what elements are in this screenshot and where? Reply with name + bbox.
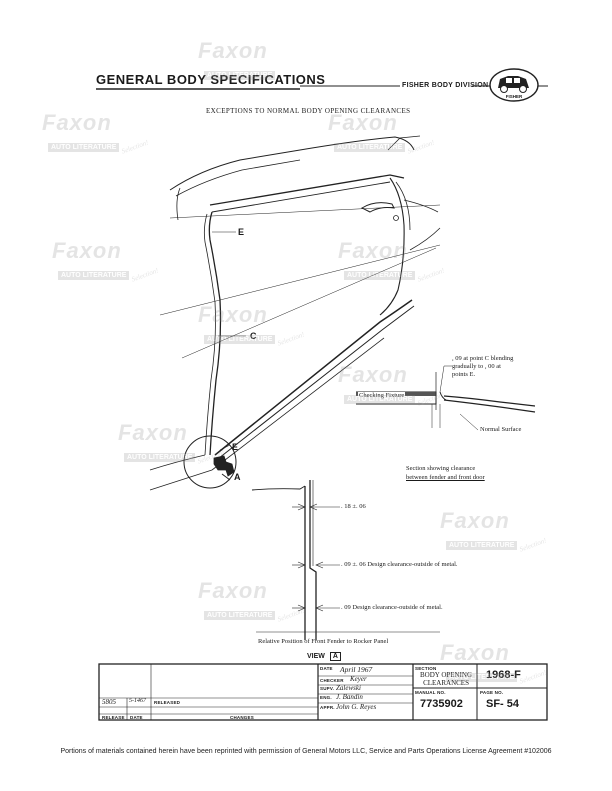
callout-e-upper: E xyxy=(238,227,245,237)
dimension-1: . 18 ±. 06 xyxy=(341,503,366,510)
released-text: RELEASED xyxy=(154,700,181,705)
relative-position-caption: Relative Position of Front Fender to Roc… xyxy=(258,638,389,645)
normal-surface-label: Normal Surface xyxy=(480,426,522,433)
page-label: PAGE NO. xyxy=(480,690,504,695)
section-title: Section showing clearance between fender… xyxy=(406,465,485,481)
division-name: FISHER BODY DIVISION xyxy=(402,82,489,89)
col-date: DATE xyxy=(130,715,143,720)
supv-label: SUPV. xyxy=(320,686,335,691)
appr-label: APPR. xyxy=(320,705,335,710)
manual-label: MANUAL NO. xyxy=(415,690,446,695)
dimension-3: . 09 Design clearance-outside of metal. xyxy=(341,604,443,611)
drawing-subtitle: EXCEPTIONS TO NORMAL BODY OPENING CLEARA… xyxy=(206,107,411,115)
appr-signature: John G. Reyes xyxy=(336,703,377,711)
callout-a: A xyxy=(234,472,241,482)
fixture-note: , 09 at point C blending gradually to , … xyxy=(452,355,514,378)
eng-label: ENG. xyxy=(320,695,332,700)
fisher-body-logo: FISHER xyxy=(488,66,540,104)
checker-label: CHECKER xyxy=(320,678,344,683)
license-footer: Portions of materials contained herein h… xyxy=(60,748,552,755)
view-label: VIEW A xyxy=(307,652,341,661)
col-release: RELEASE xyxy=(102,715,125,720)
document-title: GENERAL BODY SPECIFICATIONS xyxy=(96,72,326,87)
section-label: SECTION xyxy=(415,666,437,671)
supv-signature: Zalewski xyxy=(336,684,361,692)
dimension-2: . 09 ±. 06 Design clearance-outside of m… xyxy=(341,561,458,568)
manual-number: 7735902 xyxy=(420,698,463,710)
model-year: 1968-F xyxy=(486,669,521,681)
section-value: BODY OPENING CLEARANCES xyxy=(420,671,473,687)
date-label: DATE xyxy=(320,666,333,671)
logo-text: FISHER xyxy=(505,94,523,99)
page-number: SF- 54 xyxy=(486,698,520,710)
callout-c: C xyxy=(250,331,257,341)
eng-signature: J. Bandin xyxy=(336,693,363,701)
callout-e-lower: E xyxy=(232,442,239,452)
checker-signature: Keyer xyxy=(350,675,367,683)
release-date: 5-1467 xyxy=(129,698,146,704)
date-value: April 1967 xyxy=(340,665,373,674)
checking-fixture-label: Checking Fixture xyxy=(358,392,406,400)
view-letter-box: A xyxy=(329,652,341,661)
col-changes: CHANGES xyxy=(230,715,254,720)
release-number: 5805 xyxy=(102,698,116,706)
